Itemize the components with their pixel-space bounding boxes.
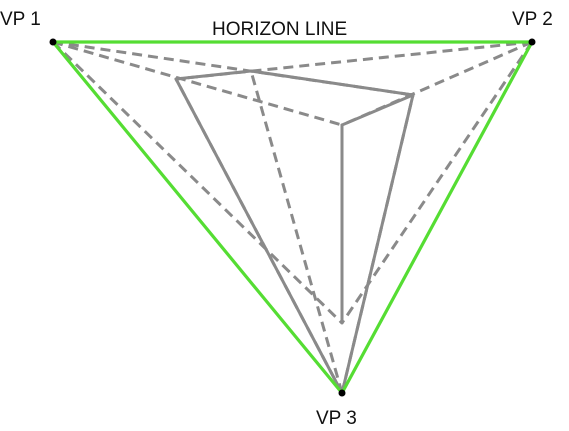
vanishing-point-2: [528, 38, 536, 46]
box-left-edge: [174, 77, 344, 395]
box-right-edge: [340, 93, 415, 395]
horizon-line-label: HORIZON LINE: [212, 19, 347, 40]
box-edges-solid: [174, 69, 415, 395]
vp2-label: VP 2: [512, 9, 553, 30]
dashed-line-vp2-to-center: [341, 40, 533, 127]
vp1-label: VP 1: [0, 9, 41, 30]
dashed-line-vp3-to-top: [249, 70, 344, 394]
construction-lines-dashed: [51, 40, 534, 394]
line-vp2-to-vp3: [340, 40, 534, 395]
line-vp1-to-vp3: [51, 40, 344, 395]
box-top-edge: [174, 69, 415, 97]
vanishing-point-1: [49, 38, 57, 46]
vanishing-triangle: [51, 40, 534, 395]
vp3-label: VP 3: [316, 408, 357, 429]
box-front-top-edge: [340, 93, 415, 127]
dashed-line-vp1-to-bottom: [51, 40, 344, 325]
dashed-line-vp1-to-center: [52, 40, 343, 127]
vanishing-point-3: [338, 389, 346, 397]
dashed-line-vp1-to-right: [52, 40, 414, 97]
dashed-line-vp2-to-left: [175, 40, 533, 81]
dashed-line-vp2-to-bottom: [340, 41, 534, 324]
